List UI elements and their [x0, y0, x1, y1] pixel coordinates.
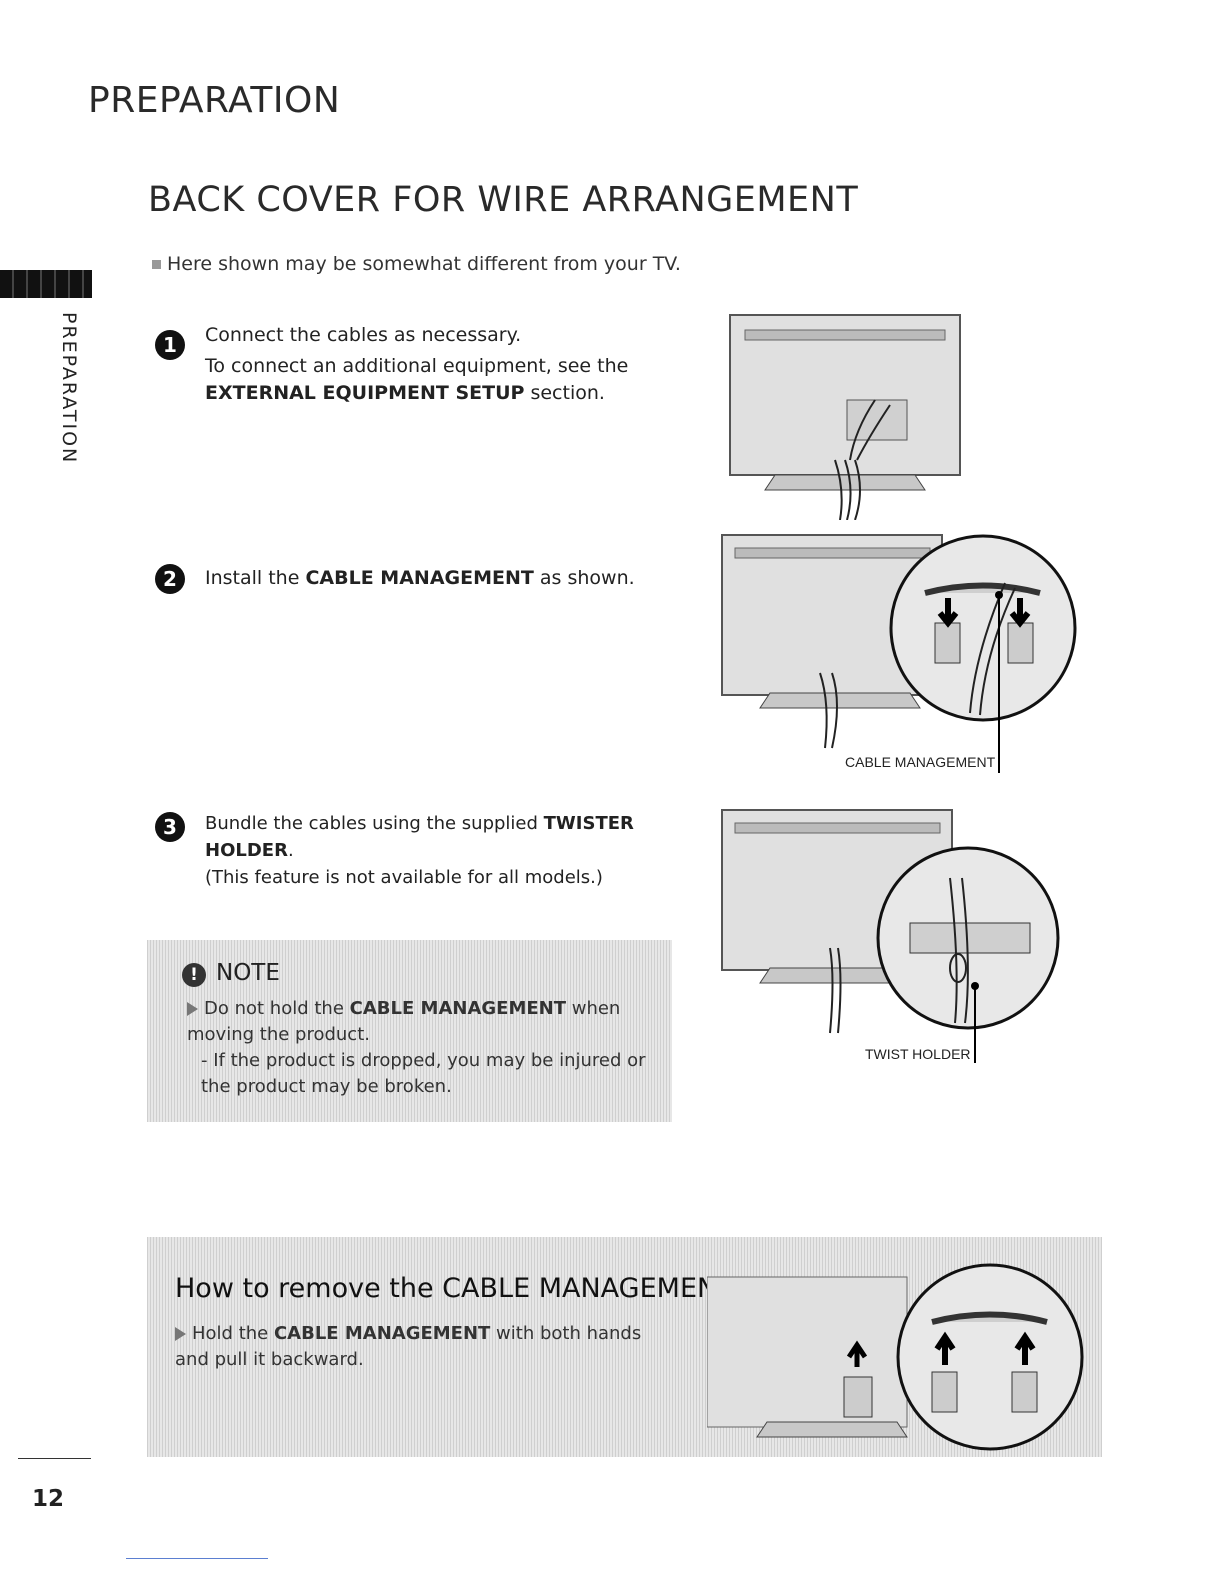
triangle-bullet-icon	[175, 1327, 186, 1341]
note-box: ! NOTE Do not hold the CABLE MANAGEMENT w…	[147, 940, 672, 1122]
note-title-text: NOTE	[216, 960, 280, 986]
page-number: 12	[32, 1486, 65, 1512]
step-3-post: .	[287, 840, 294, 861]
remove-post: with both hands and pull it backward.	[175, 1323, 642, 1370]
square-bullet-icon	[152, 260, 161, 269]
remove-cable-management-box: How to remove the CABLE MANAGEMENT Hold …	[147, 1237, 1102, 1457]
step-2-pre: Install the	[205, 567, 306, 589]
section-header: PREPARATION	[88, 80, 341, 121]
step-2-text: Install the CABLE MANAGEMENT as shown.	[205, 565, 645, 592]
step-3-number: 3	[155, 812, 185, 842]
step-1-line-2: To connect an additional equipment, see …	[205, 355, 629, 377]
remove-bold: CABLE MANAGEMENT	[273, 1323, 491, 1344]
note-title: ! NOTE	[182, 960, 280, 987]
footer-rule	[18, 1458, 91, 1459]
step-3-pre: Bundle the cables using the supplied	[205, 813, 544, 834]
note-bullet-1-bold: CABLE MANAGEMENT	[349, 998, 566, 1019]
footer-blue-rule	[126, 1558, 268, 1559]
step-1-line-1: Connect the cables as necessary.	[205, 324, 522, 346]
intro-note: Here shown may be somewhat different fro…	[152, 253, 681, 275]
side-tab-marker	[0, 270, 92, 298]
step-1-number: 1	[155, 330, 185, 360]
step-3-text: Bundle the cables using the supplied TWI…	[205, 810, 675, 891]
page-title: BACK COVER FOR WIRE ARRANGEMENT	[148, 180, 859, 220]
remove-title: How to remove the CABLE MANAGEMENT	[175, 1273, 734, 1304]
note-bullet-1: Do not hold the CABLE MANAGEMENT when mo…	[187, 996, 657, 1048]
note-bullet-1-post: when moving the product.	[187, 998, 621, 1045]
step-2-bold: CABLE MANAGEMENT	[305, 567, 534, 589]
cable-management-removal-illustration	[707, 1263, 1084, 1451]
note-bullet-1-pre: Do not hold the	[204, 998, 350, 1019]
triangle-bullet-icon	[187, 1002, 198, 1016]
tv-back-illustration-2	[721, 534, 1077, 773]
step-2-number: 2	[155, 564, 185, 594]
step-3-line-2: (This feature is not available for all m…	[205, 867, 603, 888]
exclamation-icon: !	[182, 963, 206, 987]
remove-instruction: Hold the CABLE MANAGEMENT with both hand…	[175, 1321, 675, 1373]
side-tab-label: PREPARATION	[58, 312, 80, 465]
step-3-bold: TWISTER HOLDER	[205, 813, 634, 861]
intro-text: Here shown may be somewhat different fro…	[167, 253, 681, 275]
tv-back-illustration-1	[729, 314, 961, 520]
step-2-post: as shown.	[533, 567, 635, 589]
note-bullet-2: - If the product is dropped, you may be …	[201, 1050, 646, 1097]
step-1-line-3-rest: section.	[524, 382, 605, 404]
remove-pre: Hold the	[192, 1323, 274, 1344]
tv-back-illustration-3	[721, 809, 1060, 1063]
step-1-text: Connect the cables as necessary. To conn…	[205, 322, 645, 407]
cable-management-callout: CABLE MANAGEMENT	[845, 754, 996, 770]
twist-holder-callout: TWIST HOLDER	[865, 1046, 971, 1062]
note-body: Do not hold the CABLE MANAGEMENT when mo…	[187, 996, 657, 1100]
external-equipment-setup-ref: EXTERNAL EQUIPMENT SETUP	[205, 382, 525, 404]
